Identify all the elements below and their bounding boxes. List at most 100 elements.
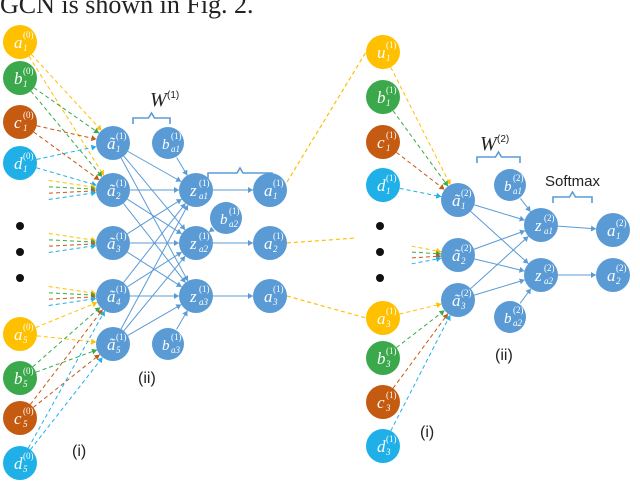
left-input-node-c1-subscript: 1 — [23, 123, 28, 133]
left-ellipsis-dot-3 — [16, 274, 24, 282]
left-bias-node-2: b(1)a2 — [210, 202, 242, 234]
right-ellipsis-dot-3 — [376, 274, 384, 282]
right-input-node-b1-subscript: 1 — [386, 98, 391, 108]
left-stub-edge-t2-3-arrowhead — [90, 243, 97, 250]
right-weight-edge-t0-z0 — [474, 204, 525, 221]
left-output-node-2-symbol: a — [264, 234, 273, 253]
left-activation-bracket — [207, 166, 273, 179]
right-aggregate-node-2-superscript: (2) — [461, 243, 472, 253]
right-input-node-b3-superscript: (1) — [386, 346, 397, 356]
left-bias-node-2-superscript: (1) — [229, 206, 240, 216]
right-output-node-2-subscript: 2 — [616, 276, 621, 286]
left-input-edge-g1-0-t4-arrowhead — [90, 338, 97, 345]
left-bias-node-3-symbol: b — [162, 338, 170, 354]
caption-fragment: GCN is shown in Fig. 2. — [0, 0, 254, 19]
right-z-node-2-superscript: (2) — [544, 263, 555, 273]
right-input-node-d1-symbol: d — [377, 176, 386, 195]
left-stub-edge-t2-0 — [48, 232, 97, 242]
right-aggregate-node-3: ã(2)3 — [441, 283, 475, 317]
left-weight-bracket — [132, 111, 171, 124]
left-input-node-b5-subscript: 5 — [23, 379, 28, 389]
right-input-node-c3: c(1)3 — [366, 385, 400, 419]
left-stub-edge-t2-3 — [48, 244, 97, 254]
left-input-edge-g0-0-t1 — [28, 56, 105, 176]
right-weight-edge-t1-z0-arrowhead — [519, 229, 526, 236]
right-aggregate-node-2-symbol: ã — [452, 246, 461, 265]
left-weight-edge-t3-z1-arrowhead — [175, 252, 182, 258]
left-input-edge-g0-3-t1 — [36, 167, 97, 186]
left-bias-node-3-superscript: (1) — [171, 332, 182, 342]
left-z-node-2: z(1)a2 — [179, 226, 213, 260]
brackets-layer — [132, 111, 593, 203]
left-input-node-c1: c(0)1 — [3, 105, 37, 139]
right-weight-edge-t0-z1-arrowhead — [522, 258, 529, 264]
right-bias-node-2-subscript: a2 — [513, 318, 523, 328]
right-input-edge-g1-0-t2-arrowhead — [435, 302, 442, 309]
left-input-node-d5: d(0)5 — [3, 446, 37, 480]
left-input-edge-g0-3-t0-arrowhead — [90, 144, 97, 151]
left-input-edge-g0-1-t1 — [30, 90, 103, 178]
left-weight-edge-t2-z0-arrowhead — [175, 199, 182, 205]
left-input-edge-g1-0-t3-arrowhead — [91, 301, 98, 308]
left-stub-edge-t1-3 — [48, 191, 97, 201]
right-stub-edge-t1-3-arrowhead — [435, 256, 442, 263]
left-input-node-d5-symbol: d — [14, 454, 23, 473]
left-stub-edge-t3-0 — [48, 285, 97, 295]
right-weight-superscript: (2) — [497, 134, 509, 145]
right-bias-edge-0-arrowhead — [525, 205, 531, 212]
right-weight-edge-t1-z0 — [473, 230, 526, 250]
left-aggregate-node-1-symbol: ã — [107, 134, 116, 153]
left-bias-node-2-symbol: b — [220, 212, 228, 228]
left-input-edge-g1-0-t3 — [35, 301, 98, 329]
softmax-bracket — [552, 190, 593, 203]
left-ellipsis-dot-2 — [16, 248, 24, 256]
right-z-node-2-symbol: z — [534, 266, 542, 285]
edges-layer — [27, 51, 597, 450]
right-weight-bracket — [476, 150, 521, 163]
softmax-label: Softmax — [545, 173, 601, 190]
right-input-edge-g0-2-t0 — [396, 152, 445, 190]
right-bias-node-1: b(2)a1 — [494, 169, 526, 201]
left-weight-edge-t0-z1-arrowhead — [179, 224, 186, 230]
nodes-layer: a(0)1b(0)1c(0)1d(0)1a(0)5b(0)5c(0)5d(0)5… — [3, 25, 630, 480]
left-bias-node-3: b(1)a3 — [152, 328, 184, 360]
left-stub-edge-t1-2 — [48, 190, 97, 194]
left-bias-node-1-subscript: a1 — [171, 144, 180, 154]
right-input-edge-g0-0-t0-arrowhead — [445, 179, 451, 185]
left-aggregate-node-3-superscript: (1) — [116, 231, 127, 241]
left-output-node-1-subscript: 1 — [273, 191, 278, 201]
left-input-node-c5-superscript: (0) — [23, 406, 34, 416]
right-z-node-1-superscript: (2) — [544, 213, 555, 223]
right-stub-edge-t1-3 — [411, 257, 442, 265]
right-z-node-2-subscript: a2 — [544, 276, 554, 286]
right-input-node-c3-symbol: c — [377, 393, 385, 412]
left-weight-edge-t1-z1-arrowhead — [175, 228, 182, 234]
left-input-node-a5-superscript: (0) — [23, 322, 34, 332]
right-output-node-1-superscript: (2) — [616, 218, 627, 228]
labels-layer: W(1)(i)(ii)W(2)(i)(ii)Softmax — [72, 89, 601, 460]
left-bias-edge-1-arrowhead — [209, 226, 215, 233]
left-stub-edge-t3-3-arrowhead — [90, 296, 97, 303]
left-aggregate-node-5-subscript: 5 — [116, 345, 121, 355]
left-output-node-3: a(1)3 — [253, 279, 287, 313]
left-z-node-1: z(1)a1 — [179, 173, 213, 207]
right-input-node-a3-superscript: (1) — [386, 306, 397, 316]
right-input-node-c1-subscript: 1 — [386, 143, 391, 153]
left-z-node-1-superscript: (1) — [199, 178, 210, 188]
left-weight-edge-t3-z0 — [123, 203, 186, 283]
left-input-node-d1-subscript: 1 — [23, 164, 28, 174]
right-z-node-1-subscript: a1 — [544, 226, 553, 236]
right-input-edge-g1-3-t2 — [390, 314, 451, 432]
right-output-node-1-symbol: a — [607, 221, 616, 240]
left-output-node-3-superscript: (1) — [273, 284, 284, 294]
left-bias-edge-0-arrowhead — [182, 169, 188, 176]
left-input-node-b5: b(0)5 — [3, 361, 37, 395]
left-input-node-d5-subscript: 5 — [23, 464, 28, 474]
right-input-edge-g1-1-t2-arrowhead — [438, 310, 445, 316]
left-z-node-3-subscript: a3 — [199, 297, 209, 307]
left-input-edge-g0-1-t1-arrowhead — [96, 171, 103, 177]
right-ellipsis-dot-2 — [376, 248, 384, 256]
left-label-ii: (ii) — [138, 370, 156, 387]
right-input-node-d3-subscript: 3 — [385, 447, 391, 457]
left-activation-edge-2-arrowhead — [248, 293, 253, 299]
